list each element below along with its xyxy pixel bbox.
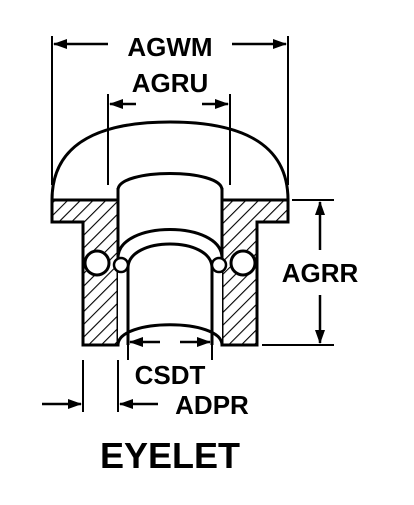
eyelet-bore bbox=[118, 198, 222, 345]
agwm-label: AGWM bbox=[127, 32, 212, 62]
bore-bottom-rim bbox=[116, 323, 224, 346]
right-wall-section bbox=[220, 198, 290, 347]
left-groove bbox=[83, 249, 111, 277]
right-groove bbox=[229, 249, 257, 277]
eyelet-head-dome bbox=[50, 120, 290, 202]
left-inner-groove bbox=[112, 256, 130, 274]
left-wall-section bbox=[50, 198, 120, 347]
agrr-label: AGRR bbox=[282, 258, 359, 288]
bore-collar-inner bbox=[126, 242, 214, 269]
bore-upper-rim bbox=[116, 172, 224, 191]
adpr-label: ADPR bbox=[175, 390, 249, 420]
right-inner-groove bbox=[210, 256, 228, 274]
csdt-label: CSDT bbox=[135, 360, 206, 390]
agru-label: AGRU bbox=[132, 68, 209, 98]
bore-collar-outer bbox=[116, 228, 224, 259]
diagram-title: EYELET bbox=[100, 435, 240, 476]
